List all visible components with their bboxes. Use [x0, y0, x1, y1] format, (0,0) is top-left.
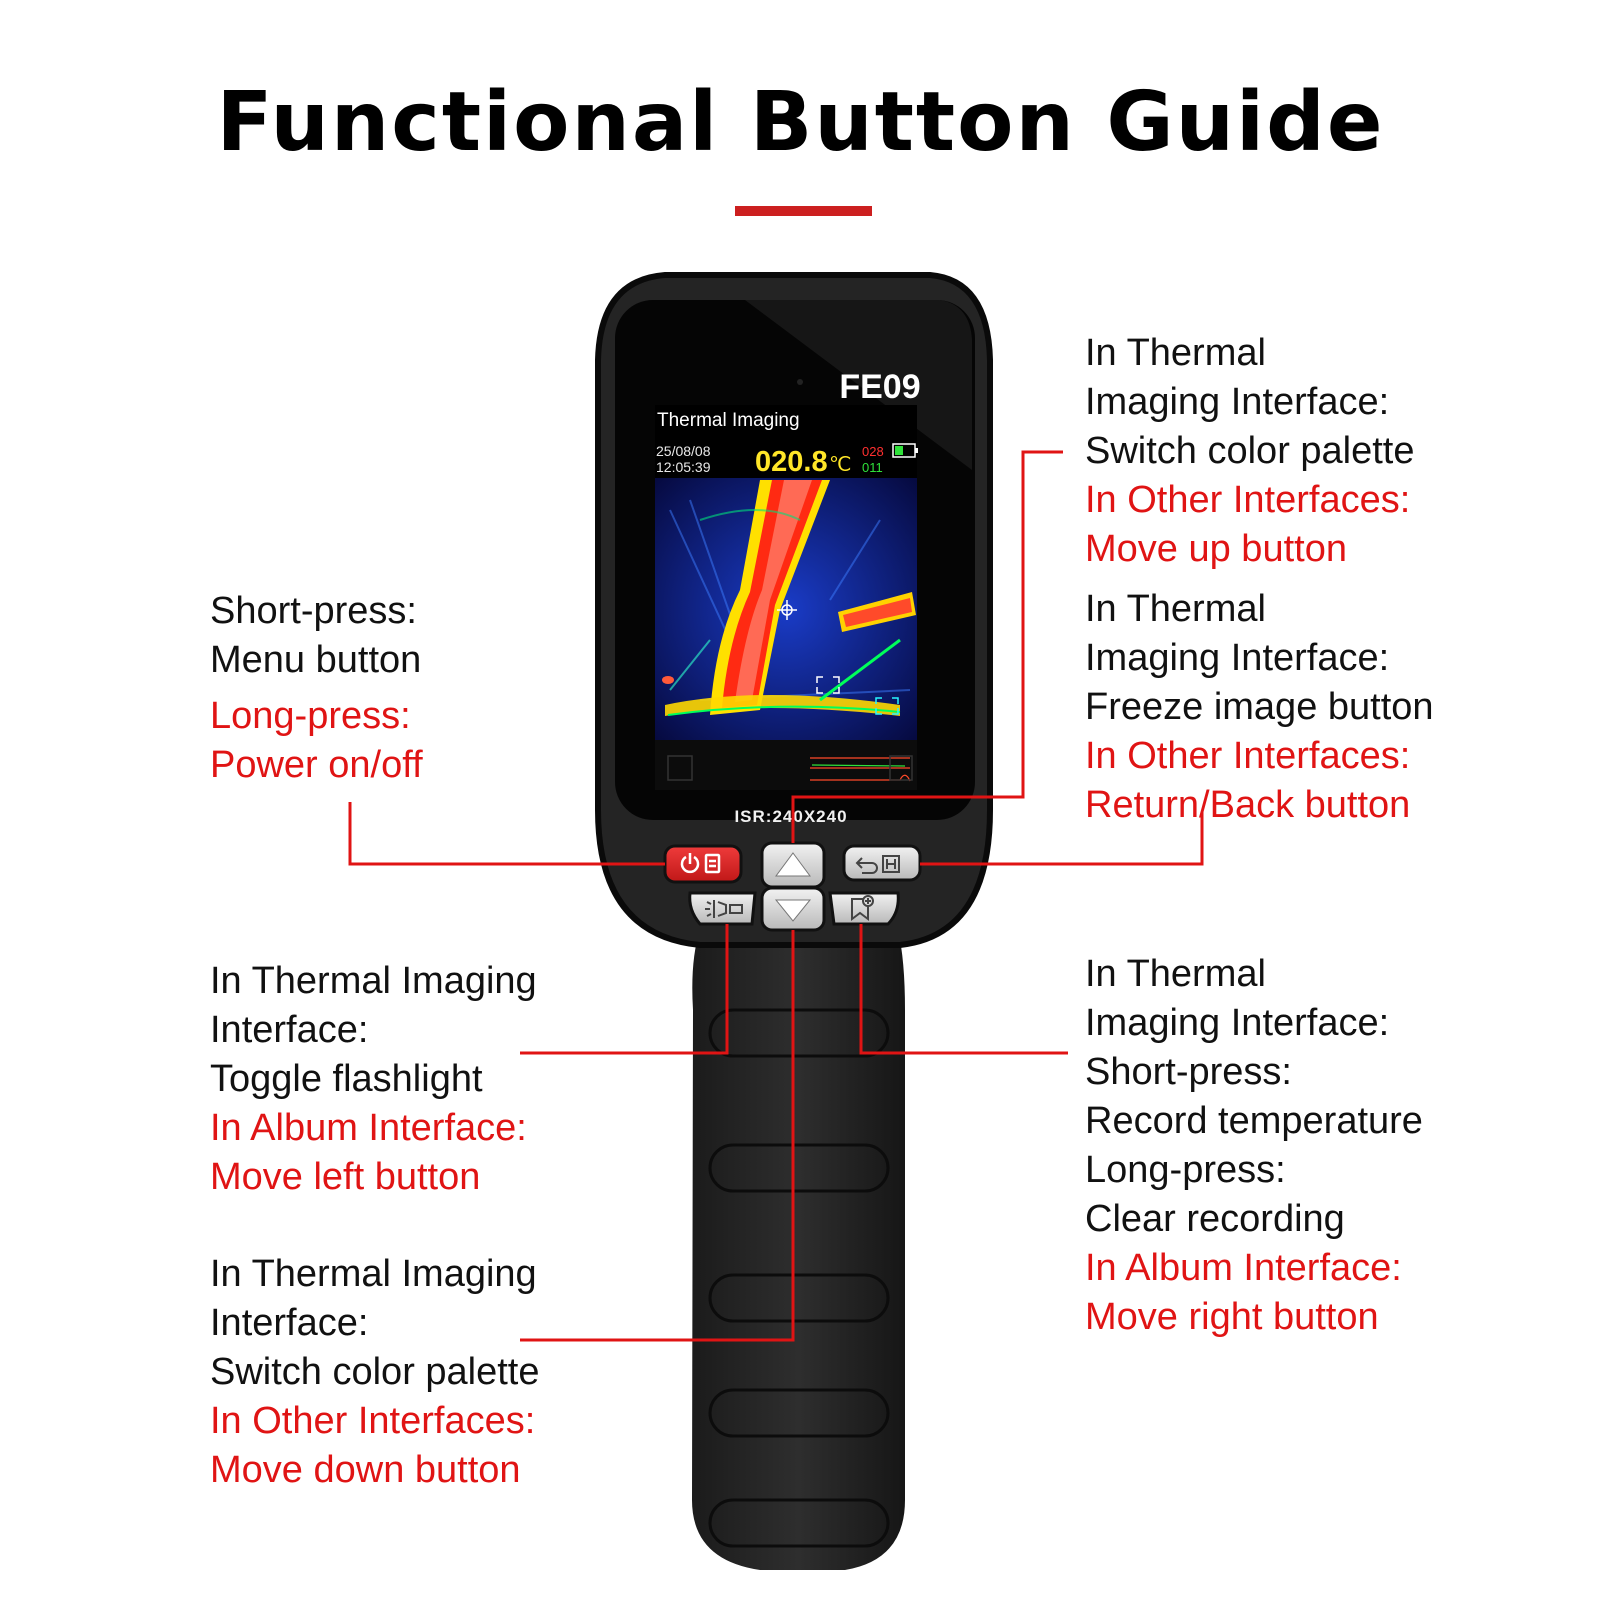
- callout-red-line: Long-press:: [210, 695, 411, 737]
- callout-leader-lines: [348, 450, 1204, 1342]
- callout-down: In Thermal Imaging Interface: Switch col…: [210, 1250, 540, 1495]
- callout-line: Menu button: [210, 639, 422, 681]
- callout-line: Short-press:: [210, 590, 417, 632]
- callout-line: Switch color palette: [1085, 430, 1415, 472]
- leader-up: [791, 450, 1063, 843]
- callout-red-line: In Album Interface:: [1085, 1247, 1402, 1289]
- callout-line: Interface:: [210, 1009, 369, 1051]
- hot-spot-marker-icon: [816, 676, 840, 694]
- leader-flashlight: [520, 924, 729, 1055]
- screen-mode-label: Thermal Imaging: [657, 410, 800, 431]
- callout-red-line: In Other Interfaces:: [1085, 479, 1411, 521]
- resolution-label: ISR:240X240: [734, 807, 847, 826]
- triangle-up-icon: [775, 852, 811, 877]
- callout-red-line: In Other Interfaces:: [1085, 735, 1411, 777]
- back-hold-icon: [855, 855, 900, 874]
- callout-menu: Short-press: Menu button Long-press: Pow…: [210, 587, 423, 790]
- callout-line: Imaging Interface:: [1085, 1002, 1390, 1044]
- triangle-down-icon: [774, 899, 812, 922]
- record-bookmark-icon: [851, 895, 874, 921]
- callout-line: Imaging Interface:: [1085, 381, 1390, 423]
- power-menu-button[interactable]: [663, 844, 743, 884]
- screen-max-temp: 028: [862, 444, 884, 459]
- flashlight-icon: [705, 900, 743, 918]
- callout-line: In Thermal: [1085, 332, 1266, 374]
- leader-down: [520, 930, 795, 1342]
- callout-red-line: Move right button: [1085, 1296, 1379, 1338]
- handle-grip-ridges: [708, 1008, 890, 1548]
- device-handle: [692, 930, 905, 1570]
- leader-freeze: [920, 812, 1204, 866]
- back-freeze-button[interactable]: [842, 844, 922, 882]
- callout-red-line: Move left button: [210, 1156, 481, 1198]
- crosshair-icon: [777, 600, 797, 620]
- callout-line: In Thermal: [1085, 588, 1266, 630]
- down-button[interactable]: [760, 886, 826, 932]
- callout-line: Short-press:: [1085, 1051, 1292, 1093]
- screen-temperature: 020.8: [755, 446, 828, 478]
- page-title: Functional Button Guide: [216, 75, 1385, 170]
- up-button[interactable]: [760, 841, 826, 889]
- callout-line: Imaging Interface:: [1085, 637, 1390, 679]
- battery-icon: [892, 443, 918, 458]
- callout-up: In Thermal Imaging Interface: Switch col…: [1085, 329, 1415, 574]
- flashlight-button[interactable]: [688, 891, 757, 926]
- title-underline: [735, 206, 872, 216]
- model-label: FE09: [839, 368, 920, 406]
- callout-red-line: Return/Back button: [1085, 784, 1411, 826]
- callout-flashlight: In Thermal Imaging Interface: Toggle fla…: [210, 957, 537, 1202]
- screen-min-temp: 011: [862, 460, 883, 475]
- leader-record: [859, 924, 1068, 1055]
- thermal-image: [655, 478, 917, 740]
- record-button[interactable]: [828, 891, 900, 926]
- leader-menu: [348, 802, 665, 866]
- callout-line: Clear recording: [1085, 1198, 1345, 1240]
- callout-red-line: In Other Interfaces:: [210, 1400, 536, 1442]
- callout-red-line: Move down button: [210, 1449, 521, 1491]
- screen-date: 25/08/08: [656, 443, 711, 459]
- callout-line: In Thermal Imaging: [210, 960, 537, 1002]
- callout-freeze: In Thermal Imaging Interface: Freeze ima…: [1085, 585, 1434, 830]
- callout-line: Toggle flashlight: [210, 1058, 483, 1100]
- callout-line: Freeze image button: [1085, 686, 1434, 728]
- callout-line: In Thermal: [1085, 953, 1266, 995]
- power-clipboard-icon: [680, 853, 721, 874]
- callout-line: In Thermal Imaging: [210, 1253, 537, 1295]
- callout-line: Interface:: [210, 1302, 369, 1344]
- cold-spot-marker-icon: [875, 697, 899, 715]
- callout-line: Long-press:: [1085, 1149, 1286, 1191]
- callout-red-line: Move up button: [1085, 528, 1347, 570]
- callout-line: Record temperature: [1085, 1100, 1423, 1142]
- screen-time: 12:05:39: [656, 459, 711, 475]
- callout-red-line: Power on/off: [210, 744, 423, 786]
- callout-line: Switch color palette: [210, 1351, 540, 1393]
- screen-temperature-unit: ℃: [829, 454, 851, 476]
- callout-red-line: In Album Interface:: [210, 1107, 527, 1149]
- callout-record: In Thermal Imaging Interface: Short-pres…: [1085, 950, 1423, 1342]
